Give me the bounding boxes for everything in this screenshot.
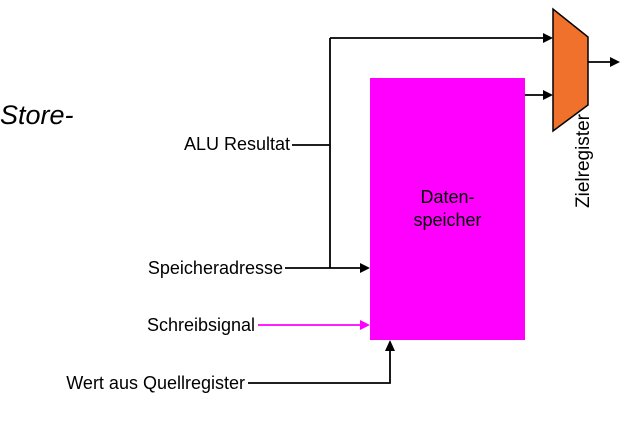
- source-register-value-label: Wert aus Quellregister: [66, 373, 245, 393]
- source-value-wire: [248, 351, 391, 384]
- wires: [248, 37, 611, 384]
- data-memory-block: [370, 78, 525, 340]
- target-register-label: Zielregister: [573, 114, 594, 208]
- data-memory-label-line2: speicher: [413, 210, 482, 230]
- data-memory-label-line1: Daten-: [420, 187, 475, 207]
- write-signal-label: Schreibsignal: [146, 315, 255, 335]
- memory-address-arrowhead: [360, 263, 370, 273]
- data-memory-label: Daten- speicher: [370, 186, 525, 232]
- arrowheads: [360, 33, 620, 351]
- write-signal-arrowhead: [360, 320, 370, 330]
- memory-output-arrowhead: [543, 90, 553, 100]
- multiplexer-shape: [552, 7, 589, 133]
- alu-result-label: ALU Resultat: [183, 134, 290, 154]
- partial-heading: Store-: [0, 100, 74, 130]
- memory-address-label: Speicheradresse: [147, 258, 283, 278]
- source-value-arrowhead: [385, 340, 395, 351]
- mux-top-input-arrowhead: [543, 33, 553, 43]
- mux-output-arrowhead: [610, 57, 620, 67]
